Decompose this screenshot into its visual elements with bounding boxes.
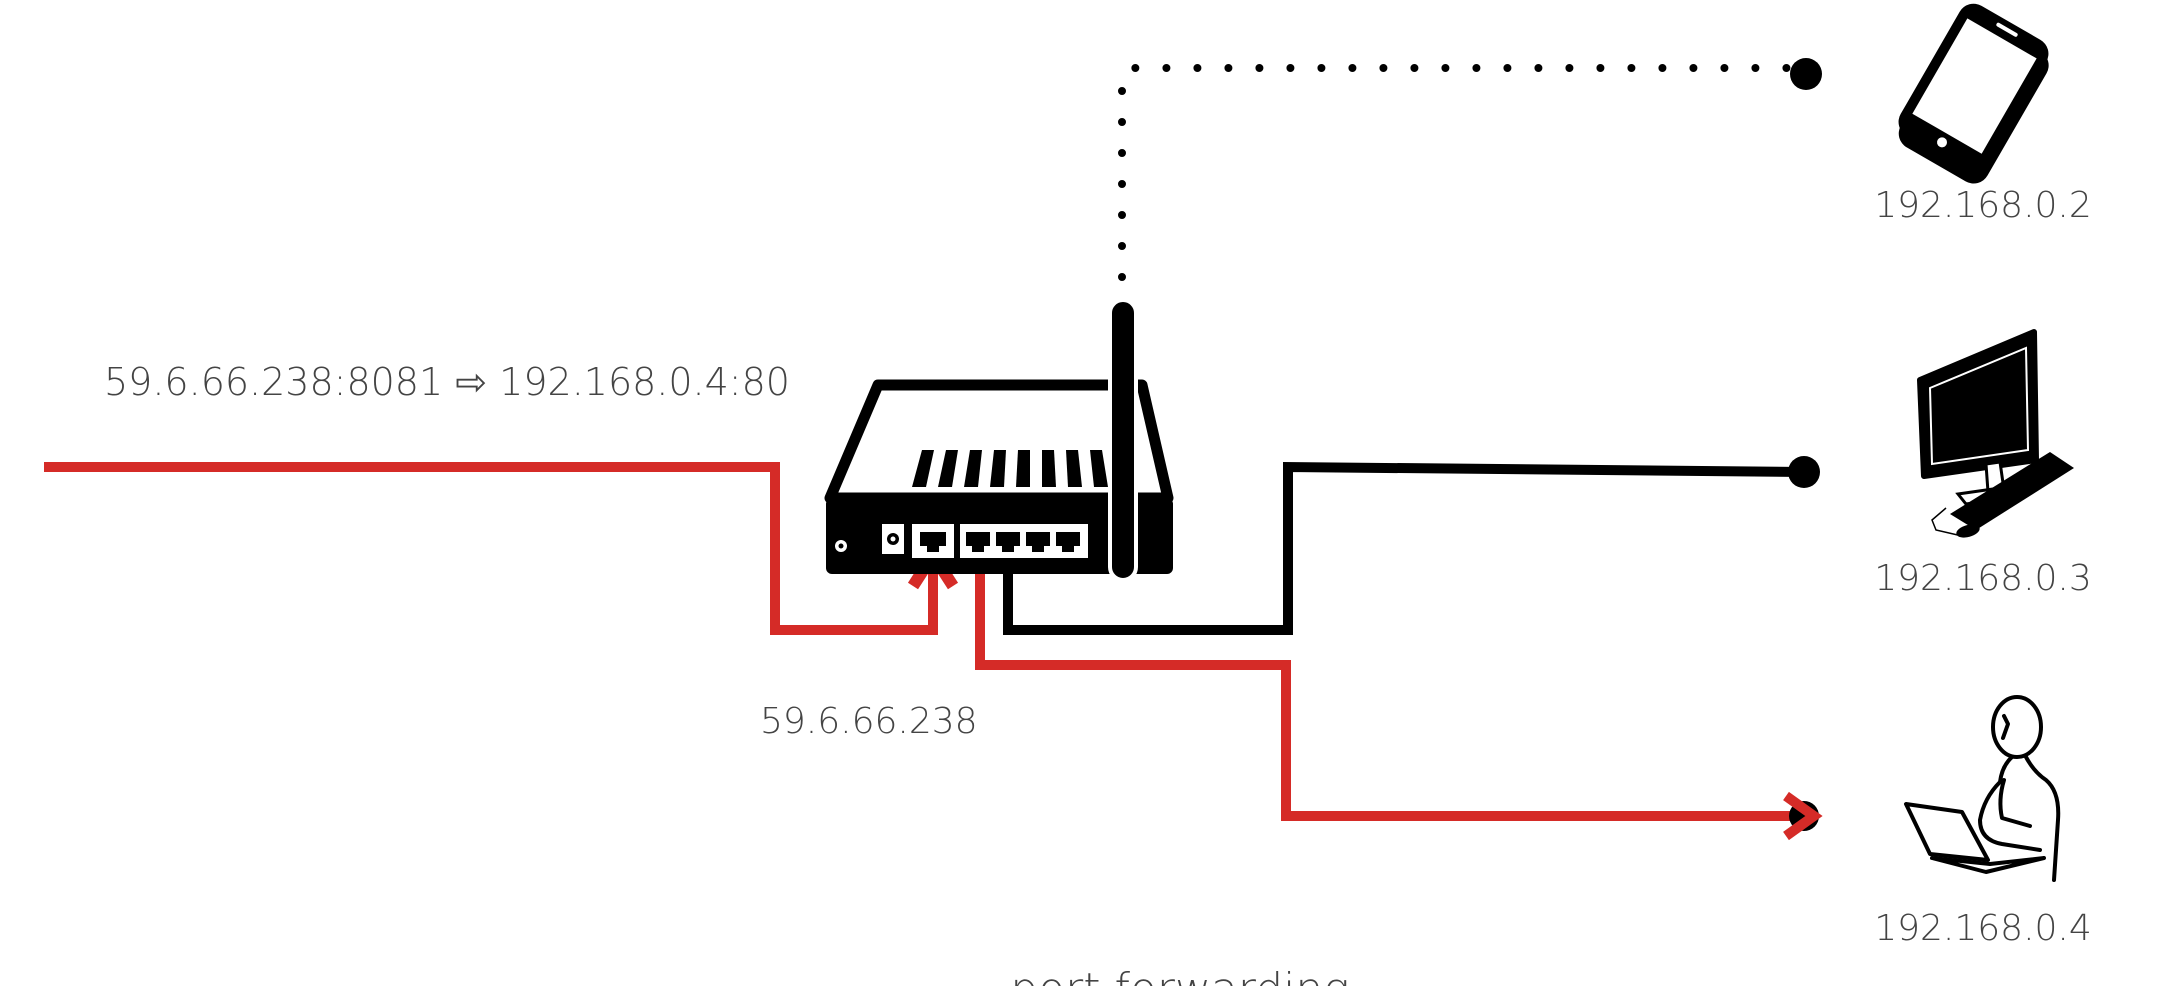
wired-link-desktop <box>1003 461 1805 635</box>
desktop-endpoint-dot <box>1788 456 1820 488</box>
caption-partial: port forwarding <box>1010 964 1349 986</box>
router-public-ip-label: 59.6.66.238 <box>760 701 978 742</box>
desktop-ip-label: 192.168.0.3 <box>1874 558 2092 599</box>
port-forward-rule-label: 59.6.66.238:8081 ⇨ 192.168.0.4:80 <box>104 360 790 404</box>
wireless-link-phone <box>1118 64 1814 312</box>
forward-arrowhead <box>1783 791 1823 841</box>
desktop-computer-icon <box>1917 329 2074 538</box>
wifi-router-icon <box>824 298 1174 582</box>
incoming-internet-path <box>44 462 938 635</box>
laptop-ip-label: 192.168.0.4 <box>1874 908 2092 949</box>
person-with-laptop-icon <box>1904 695 2061 882</box>
forwarded-path-laptop <box>975 550 1800 821</box>
smartphone-icon <box>1898 3 2049 184</box>
phone-ip-label: 192.168.0.2 <box>1874 185 2092 226</box>
phone-endpoint-dot <box>1790 58 1822 90</box>
